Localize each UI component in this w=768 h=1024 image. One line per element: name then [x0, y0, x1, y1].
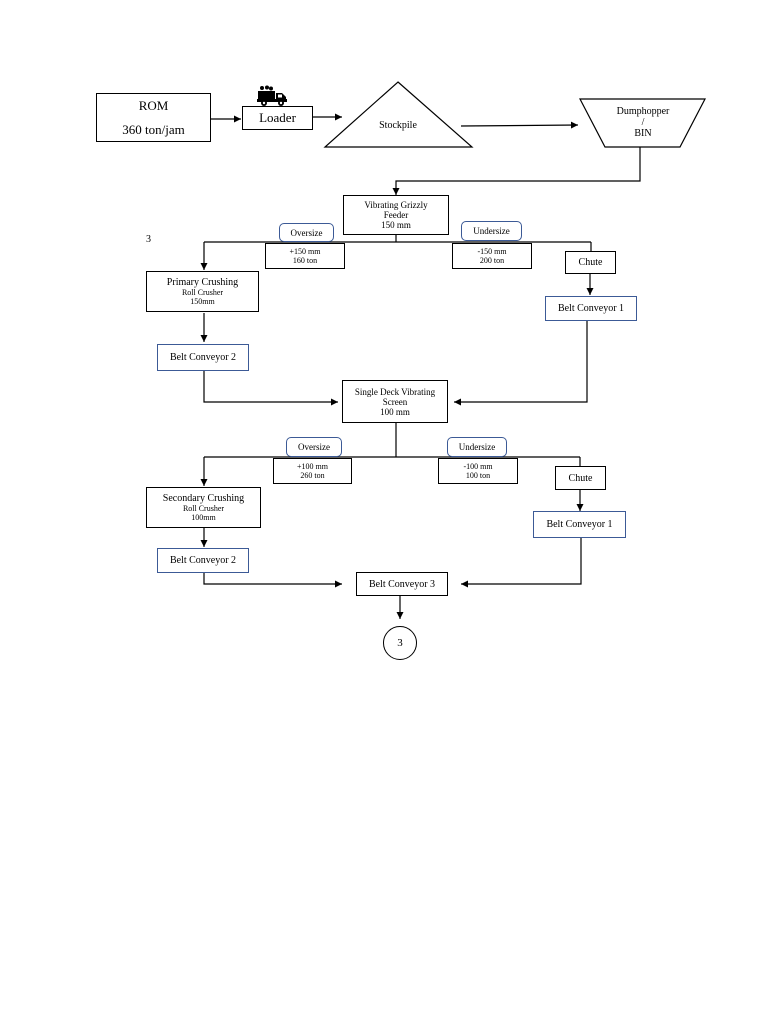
undersize-size-1: -150 mm [477, 247, 507, 256]
chute-box-1: Chute [565, 251, 616, 274]
oversize-label-2: Oversize [298, 442, 330, 452]
oversize-label-1: Oversize [290, 227, 323, 238]
dumphopper-line1: Dumphopper [616, 105, 670, 117]
belt-conveyor-1b-box: Belt Conveyor 1 [533, 511, 626, 538]
undersize-size-2: -100 mm [463, 462, 493, 471]
screen-line3: 100 mm [380, 406, 410, 417]
oversize-size-2: +100 mm [297, 462, 328, 471]
primary-crushing-size: 150mm [190, 297, 215, 306]
arrow-conveyor-2-to-screen [203, 371, 338, 406]
undersize-tag-2: Undersize [447, 437, 507, 457]
dumphopper-label: Dumphopper / BIN [600, 105, 686, 139]
oversize-tonnage-1: 160 ton [292, 256, 318, 265]
stockpile-shape [323, 81, 474, 148]
belt-conveyor-1-label: Belt Conveyor 1 [557, 303, 625, 314]
belt-conveyor-3-box: Belt Conveyor 3 [356, 572, 448, 596]
chute-label-2: Chute [568, 472, 593, 484]
screen-line2: Screen [382, 396, 408, 407]
grizzly-line3: 150 mm [381, 220, 411, 230]
undersize-tonnage-1: 200 ton [479, 256, 505, 265]
primary-crushing-type: Roll Crusher [181, 288, 224, 297]
chute-label-1: Chute [578, 257, 603, 268]
belt-conveyor-2b-label: Belt Conveyor 2 [169, 555, 237, 566]
undersize-label-1: Undersize [473, 226, 510, 236]
oversize-tag-2: Oversize [286, 437, 342, 457]
oversize-values-1: +150 mm 160 ton [265, 243, 345, 269]
oversize-tag-1: Oversize [279, 223, 334, 242]
rom-title: ROM [138, 97, 169, 113]
screen-line1: Single Deck Vibrating [354, 386, 436, 397]
grizzly-line1: Vibrating Grizzly [364, 200, 428, 210]
loader-box: Loader [242, 106, 313, 130]
belt-conveyor-1b-label: Belt Conveyor 1 [546, 519, 613, 530]
undersize-tonnage-2: 100 ton [465, 471, 491, 480]
dumphopper-line3: BIN [634, 127, 652, 139]
chute-box-2: Chute [555, 466, 606, 490]
rom-rate: 360 ton/jam [122, 121, 185, 137]
belt-conveyor-3-label: Belt Conveyor 3 [368, 578, 436, 590]
oversize-values-2: +100 mm 260 ton [273, 458, 352, 484]
undersize-tag-1: Undersize [461, 221, 522, 241]
side-number: 3 [146, 234, 151, 245]
belt-conveyor-2-box: Belt Conveyor 2 [157, 344, 249, 371]
oversize-tonnage-2: 260 ton [300, 471, 325, 480]
secondary-crushing-title: Secondary Crushing [162, 493, 245, 504]
undersize-values-2: -100 mm 100 ton [438, 458, 518, 484]
secondary-crushing-size: 100mm [191, 513, 216, 522]
secondary-crushing-box: Secondary Crushing Roll Crusher 100mm [146, 487, 261, 528]
belt-conveyor-1-box: Belt Conveyor 1 [545, 296, 637, 321]
vibrating-screen-box: Single Deck Vibrating Screen 100 mm [342, 380, 448, 423]
off-page-connector: 3 [383, 626, 417, 660]
arrow-conveyor-2b-to-conveyor-3 [203, 573, 342, 588]
dump-truck-icon [256, 85, 288, 107]
primary-crushing-box: Primary Crushing Roll Crusher 150mm [146, 271, 259, 312]
undersize-label-2: Undersize [458, 442, 496, 452]
dumphopper-shape [579, 98, 706, 148]
loader-label: Loader [259, 110, 296, 125]
belt-conveyor-2b-box: Belt Conveyor 2 [157, 548, 249, 573]
connector-number: 3 [397, 636, 403, 649]
undersize-values-1: -150 mm 200 ton [452, 243, 532, 269]
rom-box: ROM 360 ton/jam [96, 93, 211, 142]
oversize-size-1: +150 mm [289, 247, 321, 256]
belt-conveyor-2-label: Belt Conveyor 2 [169, 352, 237, 363]
arrow-stockpile-to-bin [460, 121, 579, 129]
arrow-bin-to-grizzly [392, 147, 641, 195]
arrow-conveyor-1b-to-conveyor-3 [461, 538, 582, 588]
grizzly-line2: Feeder [383, 210, 409, 220]
dumphopper-line2: / [641, 116, 645, 128]
stockpile-label: Stockpile [379, 120, 417, 131]
secondary-crushing-type: Roll Crusher [182, 504, 225, 513]
arrow-conveyor-1-to-screen [454, 321, 588, 406]
primary-crushing-title: Primary Crushing [166, 277, 239, 288]
grizzly-feeder-box: Vibrating Grizzly Feeder 150 mm [343, 195, 449, 235]
